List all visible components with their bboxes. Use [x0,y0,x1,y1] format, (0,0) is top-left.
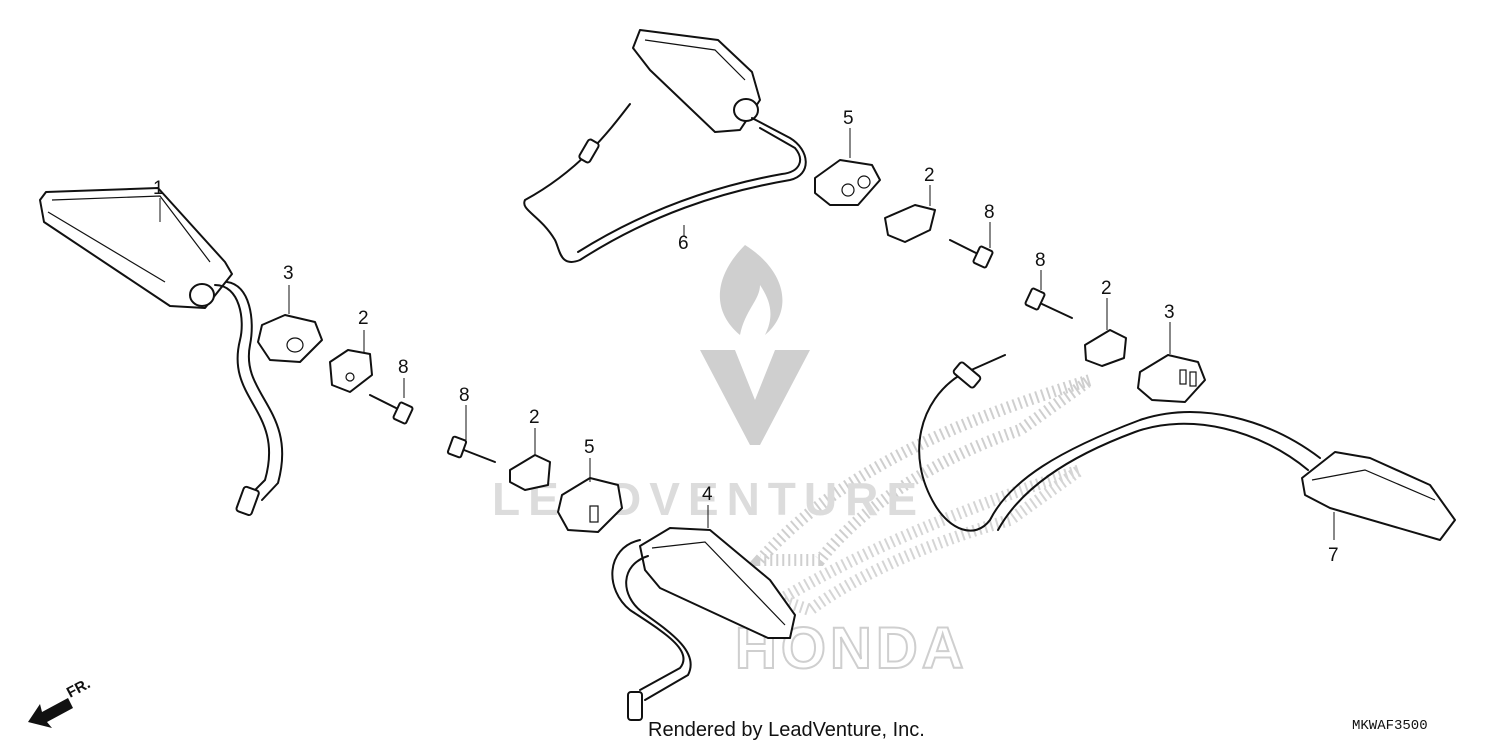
turn-signal-part-1 [39,187,284,517]
turn-signal-part-7 [918,354,1456,541]
leader-lines [159,128,1335,540]
callout-8-upper: 8 [984,202,995,223]
honda-wing-watermark [746,374,1094,617]
callout-2-center: 2 [529,407,540,428]
rubber-mount-part-3-left [257,314,323,363]
bracket-part-2-right [1084,329,1127,367]
callout-2-right: 2 [1101,278,1112,299]
turn-signal-part-4 [611,527,796,721]
render-credit: Rendered by LeadVenture, Inc. [648,719,925,741]
bolt-part-8-center [446,435,496,463]
callout-8-right: 8 [1035,250,1046,271]
leadventure-logo-watermark [700,245,810,445]
callout-4: 4 [702,484,713,505]
callout-2-upper: 2 [924,165,935,186]
front-direction-label: FR. [64,675,93,701]
callout-8-center: 8 [459,385,470,406]
bolt-part-8-right [1024,287,1073,319]
bracket-part-2-left [329,349,373,393]
callout-1: 1 [153,178,164,199]
bracket-part-2-center [509,454,551,491]
callout-6: 6 [678,233,689,254]
rubber-mount-part-5-lower [557,477,623,533]
callout-5-lower: 5 [584,437,595,458]
callout-2-left: 2 [358,308,369,329]
callout-3-right: 3 [1164,302,1175,323]
callout-5-upper: 5 [843,108,854,129]
bolt-part-8-upper [949,239,994,269]
turn-signal-part-6 [523,29,807,263]
bracket-part-2-upper [884,204,936,243]
callout-7: 7 [1328,545,1339,566]
front-arrow-icon [28,698,73,728]
bolt-part-8-left [369,394,414,425]
callout-3-left: 3 [283,263,294,284]
rubber-mount-part-3-right [1137,354,1206,403]
callout-8-left: 8 [398,357,409,378]
rubber-mount-part-5-upper [814,159,881,206]
diagram-code: MKWAF3500 [1352,718,1428,734]
